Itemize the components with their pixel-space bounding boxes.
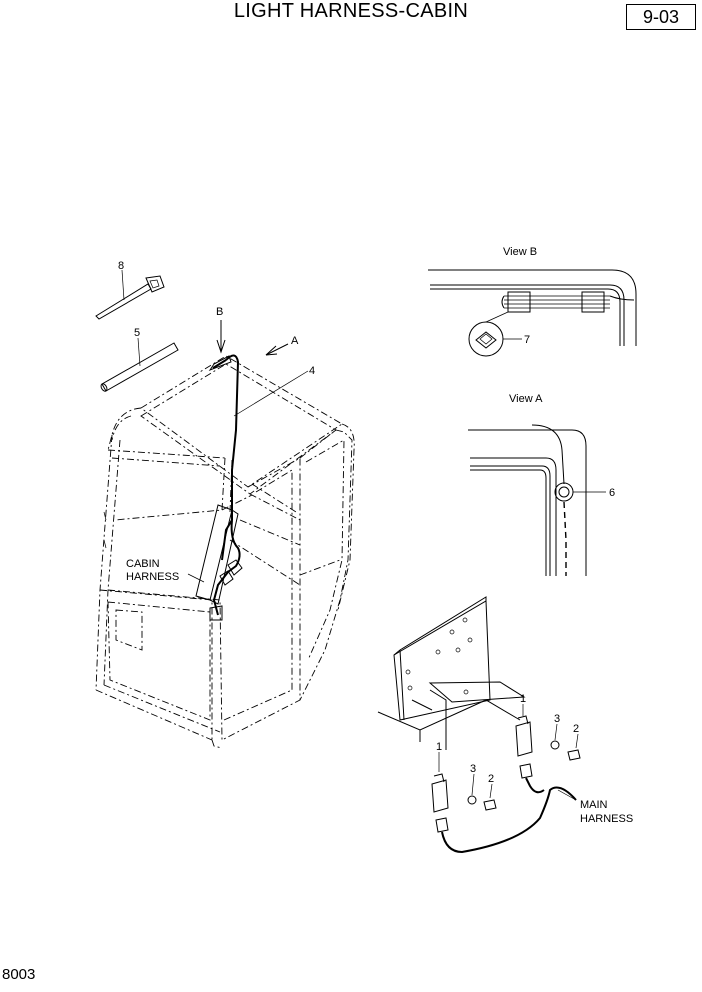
main-harness-label-line1: MAIN [580, 799, 608, 811]
tube-part-5 [100, 337, 179, 392]
callout-4: 4 [309, 365, 315, 377]
cabin-frame [95, 355, 355, 749]
view-b-title: View B [503, 246, 537, 258]
arrow-a-label: A [291, 335, 299, 347]
lamp-part-1-lower [431, 752, 497, 833]
view-b-arrow [216, 320, 226, 354]
lamp-part-1-upper [515, 704, 581, 794]
harness-part-4 [208, 354, 309, 616]
callout-1-upper: 1 [520, 693, 526, 705]
page-code-badge: 9-03 [626, 4, 696, 30]
cabin-harness-label-line2: HARNESS [126, 571, 179, 583]
cabin-harness [187, 504, 243, 621]
callout-3-upper: 3 [554, 713, 560, 725]
callout-6: 6 [609, 487, 615, 499]
cabin-harness-label-line1: CABIN [126, 558, 160, 570]
callout-5: 5 [134, 327, 140, 339]
arrow-b-label: B [216, 306, 223, 318]
callout-3-lower: 3 [470, 763, 476, 775]
callout-8: 8 [118, 260, 124, 272]
main-harness [441, 786, 577, 854]
callout-2-lower: 2 [488, 773, 494, 785]
callout-7: 7 [524, 334, 530, 346]
cable-tie-part-8 [95, 269, 165, 320]
view-a-detail [468, 424, 606, 576]
callout-1-lower: 1 [436, 741, 442, 753]
page-title: LIGHT HARNESS-CABIN [233, 0, 469, 22]
callout-2-upper: 2 [573, 723, 579, 735]
view-a-arrow [265, 343, 289, 356]
main-harness-label-line2: HARNESS [580, 813, 633, 825]
lamp-bracket-assembly [377, 596, 526, 750]
sheet-number: 8003 [2, 966, 36, 983]
view-b-detail [428, 269, 637, 357]
view-a-title: View A [509, 393, 543, 405]
